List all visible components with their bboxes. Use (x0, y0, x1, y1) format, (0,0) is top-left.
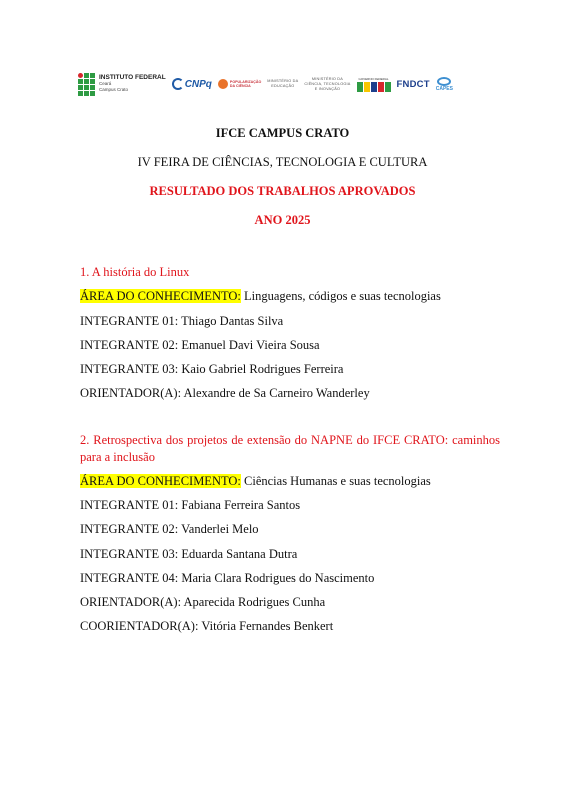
governo-federal-text: GOVERNO FEDERAL (358, 76, 389, 81)
event-title: IV FEIRA DE CIÊNCIAS, TECNOLOGIA E CULTU… (137, 155, 428, 169)
work-2-area-label: ÁREA DO CONHECIMENTO: (80, 474, 241, 488)
cnpq-icon (171, 78, 184, 90)
sponsor-logo-bar: INSTITUTO FEDERAL Ceará Campus Crato CNP… (78, 70, 490, 98)
work-2-title: 2. Retrospectiva dos projetos de extensã… (80, 433, 500, 464)
work-2-member-3: INTEGRANTE 03: Eduarda Santana Dutra (80, 547, 298, 561)
cnpq-text: CNPq (184, 78, 212, 90)
result-title: RESULTADO DOS TRABALHOS APROVADOS (149, 184, 416, 198)
mcti-line1: MINISTÉRIO DA (311, 76, 343, 81)
popularizacao-line1: POPULARIZAÇÃO (229, 79, 262, 84)
work-1-advisor: ORIENTADOR(A): Alexandre de Sa Carneiro … (80, 386, 370, 400)
work-2-member-4: INTEGRANTE 04: Maria Clara Rodrigues do … (80, 571, 375, 585)
instituto-federal-logo: INSTITUTO FEDERAL Ceará Campus Crato (78, 72, 166, 96)
work-1-area: ÁREA DO CONHECIMENTO: Linguagens, código… (80, 289, 441, 304)
popularizacao-line2: DA CIÊNCIA (229, 84, 251, 88)
work-2-coadvisor: COORIENTADOR(A): Vitória Fernandes Benke… (80, 619, 334, 633)
governo-federal-logo: GOVERNO FEDERAL (356, 76, 391, 92)
fndct-logo: FNDCT (396, 78, 430, 90)
work-2-member-1: INTEGRANTE 01: Fabiana Ferreira Santos (80, 498, 301, 512)
mcti-line3: E INOVAÇÃO (314, 86, 341, 91)
popularizacao-icon (217, 79, 228, 89)
year-title: ANO 2025 (254, 213, 311, 227)
if-grid-icon (78, 72, 95, 96)
work-1-member-1: INTEGRANTE 01: Thiago Dantas Silva (80, 314, 284, 328)
work-2-area-value: Ciências Humanas e suas tecnologias (240, 474, 431, 488)
work-2-advisor: ORIENTADOR(A): Aparecida Rodrigues Cunha (80, 595, 326, 609)
if-campus: Campus Crato (99, 87, 129, 92)
mcti-line2: CIÊNCIA, TECNOLOGIA (304, 81, 351, 86)
work-1-area-value: Linguagens, códigos e suas tecnologias (240, 289, 441, 303)
capes-logo: CAPES (435, 76, 453, 92)
mec-line1: MINISTÉRIO DA (267, 79, 299, 83)
work-1-member-2: INTEGRANTE 02: Emanuel Davi Vieira Sousa (80, 338, 320, 352)
mec-line2: EDUCAÇÃO (271, 84, 295, 88)
if-state: Ceará (99, 81, 112, 86)
brasil-flag-icon (356, 81, 391, 92)
work-1-area-label: ÁREA DO CONHECIMENTO: (80, 289, 241, 303)
campus-title: IFCE CAMPUS CRATO (215, 126, 350, 140)
if-title: INSTITUTO FEDERAL (99, 74, 166, 81)
work-2-member-2: INTEGRANTE 02: Vanderlei Melo (80, 522, 259, 536)
mec-logo: MINISTÉRIO DA EDUCAÇÃO (267, 79, 298, 89)
work-2-area: ÁREA DO CONHECIMENTO: Ciências Humanas e… (80, 474, 431, 489)
capes-text: CAPES (435, 85, 453, 92)
work-1-member-3: INTEGRANTE 03: Kaio Gabriel Rodrigues Fe… (80, 362, 344, 376)
work-1-title: 1. A história do Linux (80, 265, 190, 279)
mcti-logo: MINISTÉRIO DA CIÊNCIA, TECNOLOGIA E INOV… (304, 77, 350, 92)
popularizacao-logo: POPULARIZAÇÃO DA CIÊNCIA (217, 79, 262, 89)
cnpq-logo: CNPq (171, 78, 212, 90)
capes-icon (437, 76, 452, 86)
